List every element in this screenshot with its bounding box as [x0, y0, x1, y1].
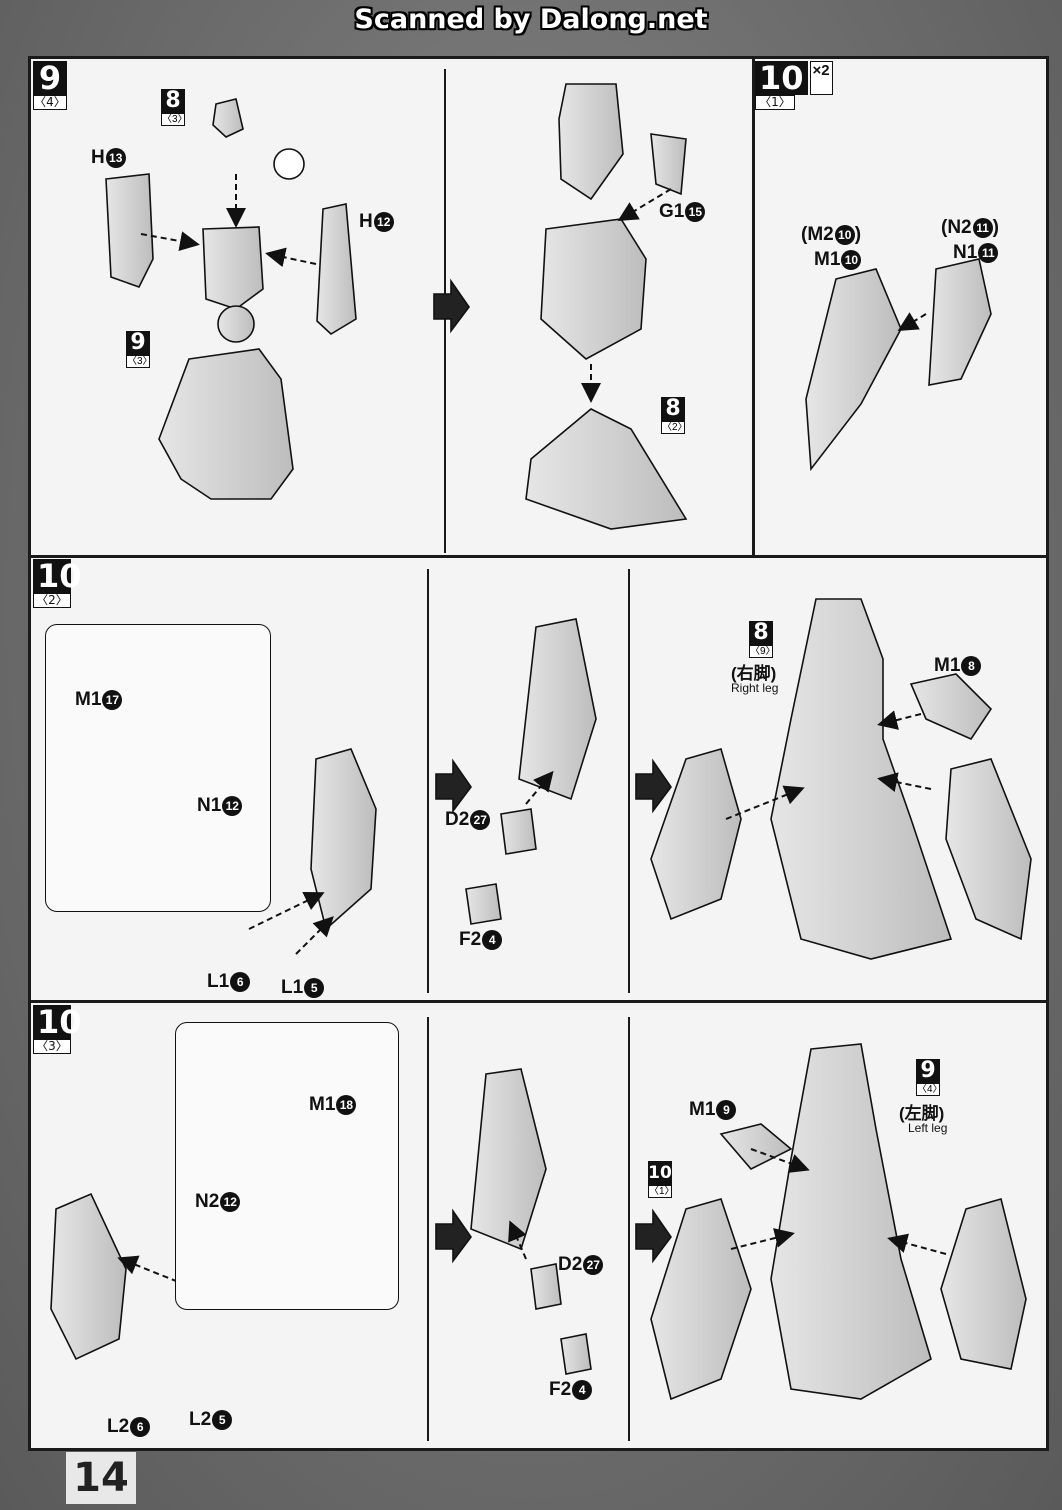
step-number: 9 [33, 61, 67, 95]
step-10-1-badge: 10 ×2 〈1〉 [755, 61, 833, 110]
ref-substep: 〈2〉 [661, 421, 688, 434]
detail-inset [175, 1022, 399, 1310]
left-leg-jp-label: (左脚) [899, 1104, 945, 1123]
step-substep: 〈4〉 [33, 95, 67, 110]
ref-step-9-4: 9 〈4〉 [916, 1059, 943, 1096]
step-substep: 〈3〉 [33, 1039, 71, 1054]
multiplier-badge: ×2 [809, 61, 833, 95]
ref-substep: 〈3〉 [161, 113, 188, 126]
parts-line-art [50, 83, 1032, 1401]
right-leg-jp-label: (右脚) [731, 664, 777, 683]
detail-inset [45, 624, 271, 912]
ref-number: 8 [749, 621, 773, 645]
step-number: 10 [33, 559, 82, 593]
col-divider [628, 569, 630, 993]
step-10-3-badge: 10 〈3〉 [33, 1005, 82, 1054]
ref-step-8-3: 8 〈3〉 [161, 89, 188, 126]
step-substep: 〈2〉 [33, 593, 71, 608]
scan-credit-header: Scanned by Dalong.net [354, 4, 708, 35]
ref-step-10-1: 10 〈1〉 [648, 1161, 675, 1198]
col-divider-thick [752, 59, 755, 555]
right-leg-en-label: Right leg [731, 681, 779, 695]
ref-number: 10 [648, 1161, 672, 1185]
left-leg-en-label: Left leg [908, 1121, 948, 1135]
ref-number: 8 [661, 397, 685, 421]
ref-substep: 〈4〉 [916, 1083, 943, 1096]
step-9-4-badge: 9 〈4〉 [33, 61, 67, 110]
row-divider-1 [31, 555, 1046, 558]
step-number: 10 [33, 1005, 82, 1039]
ref-number: 8 [161, 89, 185, 113]
ref-number: 9 [916, 1059, 940, 1083]
ref-step-8-9: 8 〈9〉 [749, 621, 776, 658]
col-divider [427, 569, 429, 993]
page-number: 14 [66, 1452, 136, 1504]
ref-step-9-3: 9 〈3〉 [126, 331, 153, 368]
col-divider [628, 1017, 630, 1441]
ref-number: 9 [126, 331, 150, 355]
col-divider [427, 1017, 429, 1441]
step-10-2-badge: 10 〈2〉 [33, 559, 82, 608]
ref-substep: 〈3〉 [126, 355, 153, 368]
step-substep: 〈1〉 [755, 95, 795, 110]
ref-substep: 〈9〉 [749, 645, 776, 658]
step-number: 10 [755, 61, 808, 95]
ref-substep: 〈1〉 [648, 1185, 675, 1198]
ref-step-8-2: 8 〈2〉 [661, 397, 688, 434]
row-divider-2 [31, 1000, 1046, 1003]
